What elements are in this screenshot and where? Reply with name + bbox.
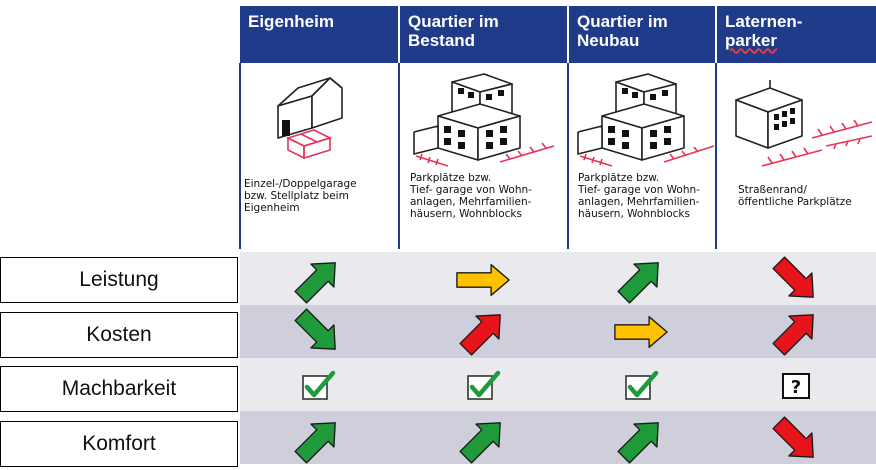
svg-text:?: ? — [791, 377, 801, 398]
street-parking-illustration — [726, 70, 874, 180]
column-header-line1: Laternen- — [725, 12, 803, 31]
row-background — [240, 305, 876, 358]
arrow-up-right-icon — [761, 306, 831, 358]
checkbox-checked-icon — [448, 360, 518, 412]
apartment-block-illustration — [408, 70, 558, 180]
checkbox-checked-icon — [283, 360, 353, 412]
column-description: Parkplätze bzw. Tief- garage von Wohn- a… — [410, 172, 532, 220]
column-header-quartier-bestand: Quartier im Bestand — [400, 6, 567, 63]
checkbox-checked-icon — [606, 360, 676, 412]
column-separator — [239, 63, 241, 249]
arrow-up-right-icon — [283, 254, 353, 306]
column-header-line1: Quartier im — [577, 12, 668, 31]
row-background — [240, 252, 876, 305]
column-header-line2: Bestand — [408, 31, 476, 50]
column-header-eigenheim: Eigenheim — [240, 6, 398, 63]
column-separator — [398, 63, 400, 249]
column-separator — [567, 63, 569, 249]
column-header-line2: parker — [725, 31, 777, 50]
arrow-down-right-icon — [761, 414, 831, 466]
arrow-right-icon — [448, 254, 518, 306]
arrow-down-right-icon — [283, 306, 353, 358]
column-header-quartier-neubau: Quartier im Neubau — [569, 6, 715, 63]
column-description: Straßenrand/ öffentliche Parkplätze — [738, 184, 852, 208]
column-description: Parkplätze bzw. Tief- garage von Wohn- a… — [578, 172, 700, 220]
row-label-komfort: Komfort — [0, 421, 238, 467]
question-box-icon: ? — [761, 360, 831, 412]
arrow-up-right-icon — [606, 414, 676, 466]
row-background — [240, 411, 876, 464]
column-description: Einzel-/Doppelgarage bzw. Stellplatz bei… — [244, 178, 357, 214]
arrow-down-right-icon — [761, 254, 831, 306]
column-header-line1: Eigenheim — [248, 12, 334, 31]
arrow-up-right-icon — [448, 414, 518, 466]
arrow-up-right-icon — [606, 254, 676, 306]
column-separator — [715, 63, 717, 249]
apartment-block-illustration — [576, 70, 716, 180]
column-header-laternenparker: Laternen- parker — [717, 6, 876, 63]
column-header-line2: Neubau — [577, 31, 640, 50]
house-garage-illustration — [268, 66, 358, 176]
arrow-up-right-icon — [283, 414, 353, 466]
row-label-kosten: Kosten — [0, 312, 238, 358]
row-label-leistung: Leistung — [0, 257, 238, 303]
row-label-machbarkeit: Machbarkeit — [0, 366, 238, 412]
row-background — [240, 358, 876, 411]
column-header-line1: Quartier im — [408, 12, 499, 31]
arrow-right-icon — [606, 306, 676, 358]
arrow-up-right-icon — [448, 306, 518, 358]
